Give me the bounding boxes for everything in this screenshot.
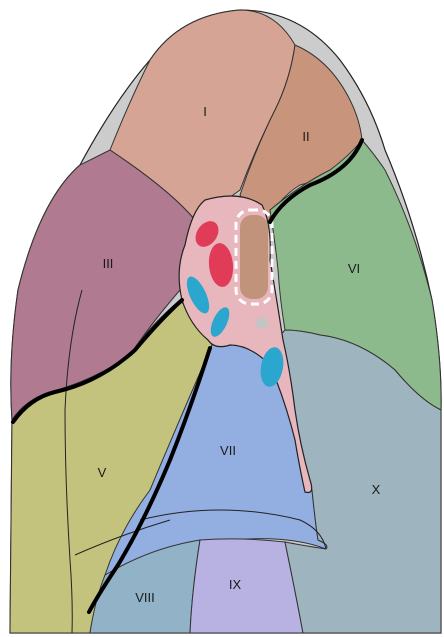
segment-label-II: II xyxy=(302,129,309,144)
segment-label-IX: IX xyxy=(229,577,242,592)
lymph-node xyxy=(256,317,268,329)
segment-label-I: I xyxy=(203,104,207,119)
segment-label-VIII: VIII xyxy=(135,590,155,605)
segment-label-VII: VII xyxy=(220,443,236,458)
segment-label-X: X xyxy=(372,482,381,497)
segment-label-V: V xyxy=(98,465,107,480)
bronchus xyxy=(240,215,268,299)
segment-label-III: III xyxy=(103,256,114,271)
segment-IX xyxy=(190,539,303,633)
segment-label-VI: VI xyxy=(348,261,360,276)
